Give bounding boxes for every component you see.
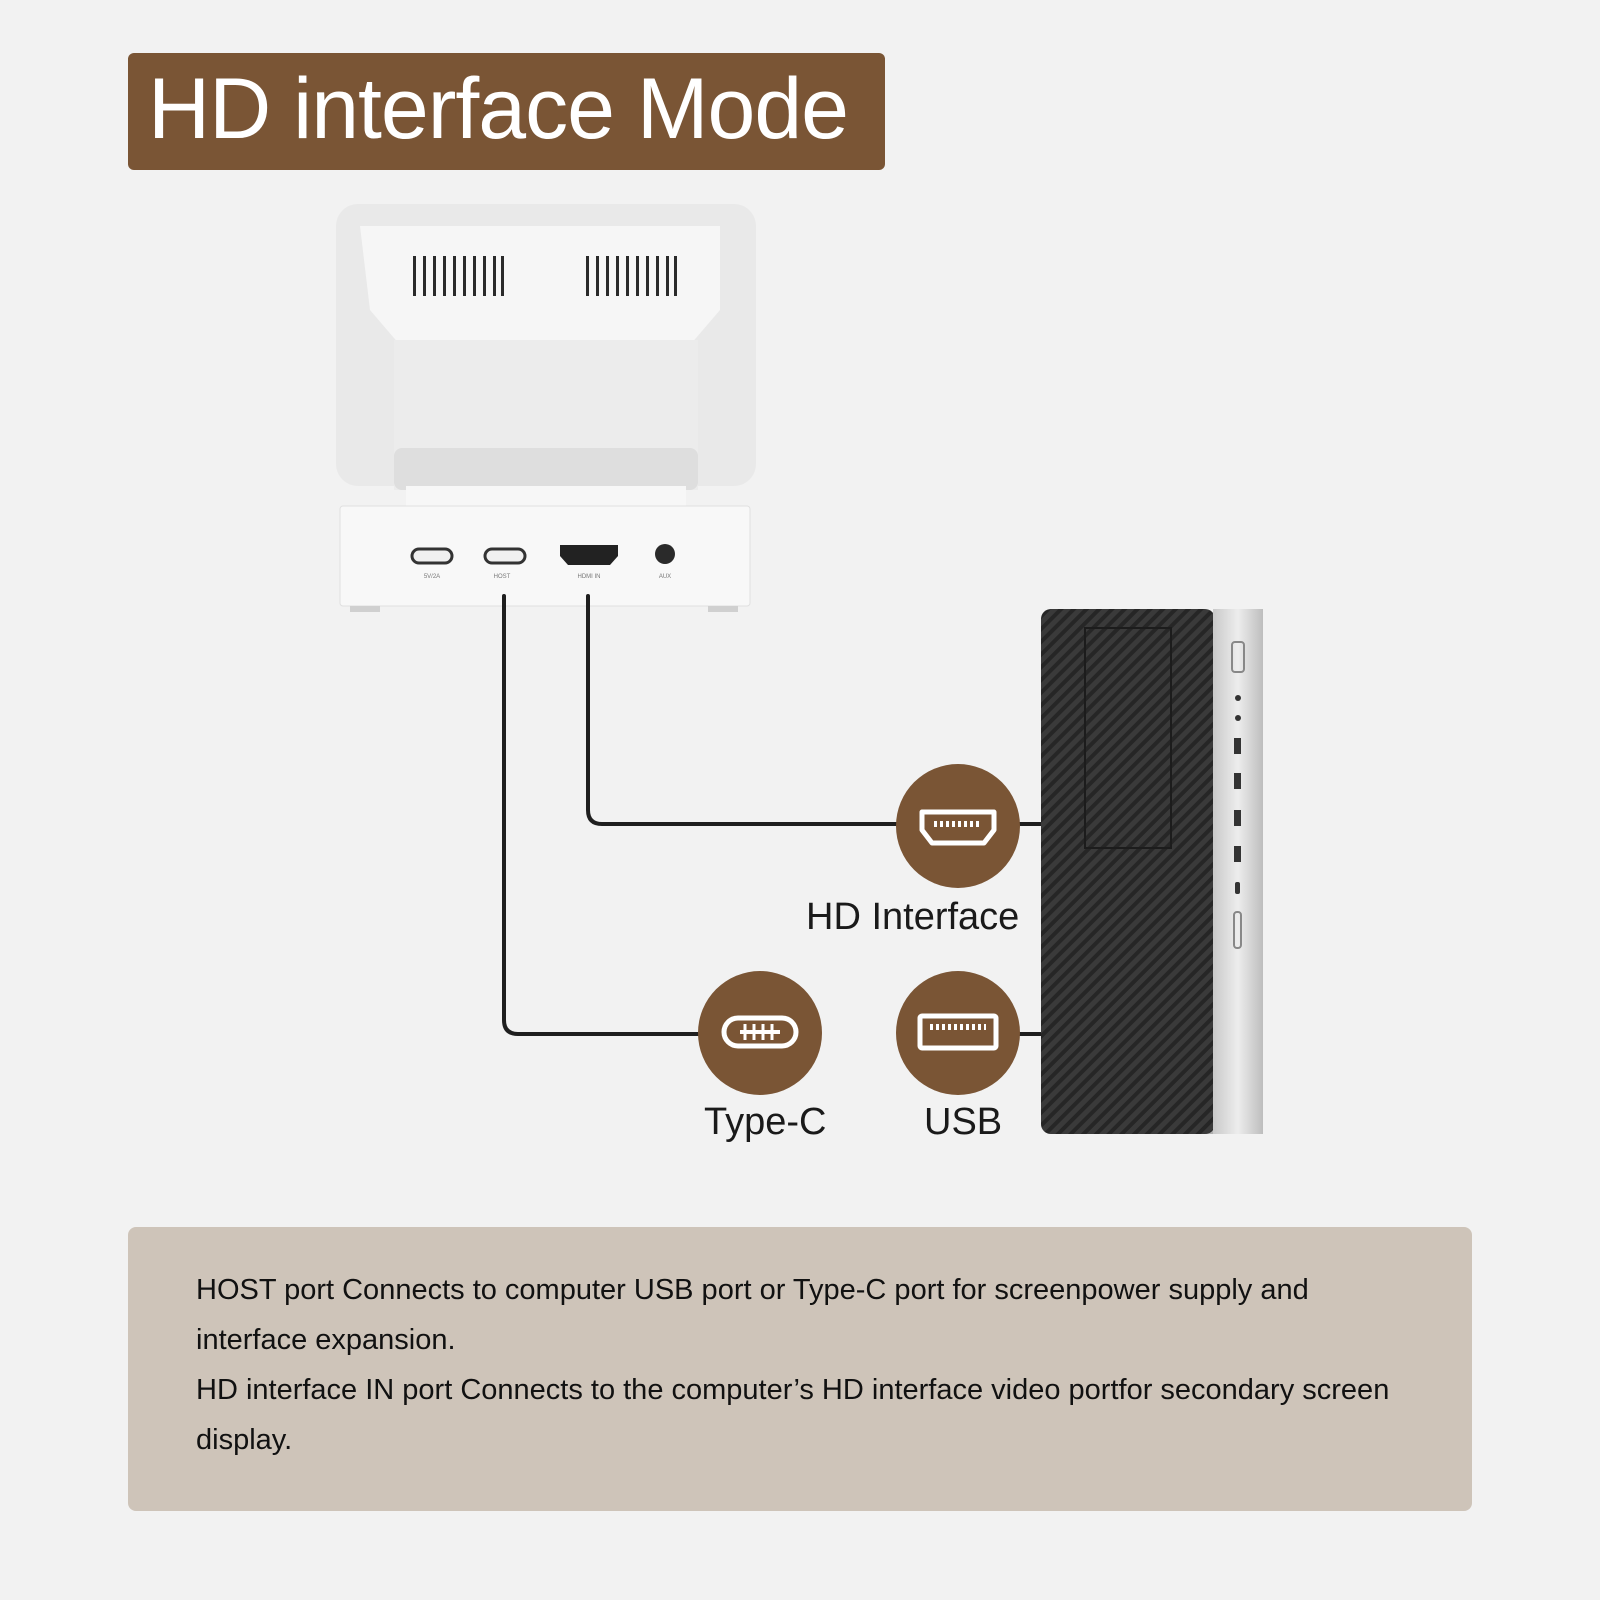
vent-left bbox=[413, 256, 504, 296]
label-type-c: Type-C bbox=[704, 1101, 827, 1143]
description-line-4: display. bbox=[196, 1424, 293, 1456]
port-label-host: HOST bbox=[494, 574, 511, 580]
port-label-aux: AUX bbox=[659, 574, 671, 580]
hdmi-icon bbox=[896, 764, 1020, 888]
usb-c-host-port bbox=[483, 547, 527, 565]
description-line-2: interface expansion. bbox=[196, 1324, 456, 1356]
port-label-power: 5V/2A bbox=[424, 574, 440, 580]
description-line-3: HD interface IN port Connects to the com… bbox=[196, 1374, 1390, 1406]
description-line-1: HOST port Connects to computer USB port … bbox=[196, 1274, 1309, 1306]
type-c-icon bbox=[698, 971, 822, 1095]
vent-right bbox=[586, 256, 677, 296]
label-usb: USB bbox=[924, 1101, 1003, 1143]
port-label-hdmi: HDMI IN bbox=[578, 574, 601, 580]
description-panel: HOST port Connects to computer USB port … bbox=[128, 1227, 1472, 1511]
desktop-tower bbox=[1041, 609, 1263, 1134]
monitor-device: 5V/2A HOST HDMI IN AUX bbox=[336, 204, 756, 612]
type-c-cable bbox=[502, 594, 704, 1036]
aux-port bbox=[655, 544, 675, 564]
usb-icon bbox=[896, 971, 1020, 1095]
power-button-icon bbox=[1231, 641, 1245, 673]
page-title: HD interface Mode bbox=[148, 61, 849, 157]
label-hd-interface: HD Interface bbox=[806, 896, 1020, 938]
hdmi-cable bbox=[586, 594, 902, 826]
hdmi-in-port bbox=[560, 545, 618, 565]
title-banner: HD interface Mode bbox=[128, 53, 885, 170]
cables bbox=[502, 594, 1046, 1036]
usb-c-power-port bbox=[410, 547, 454, 565]
